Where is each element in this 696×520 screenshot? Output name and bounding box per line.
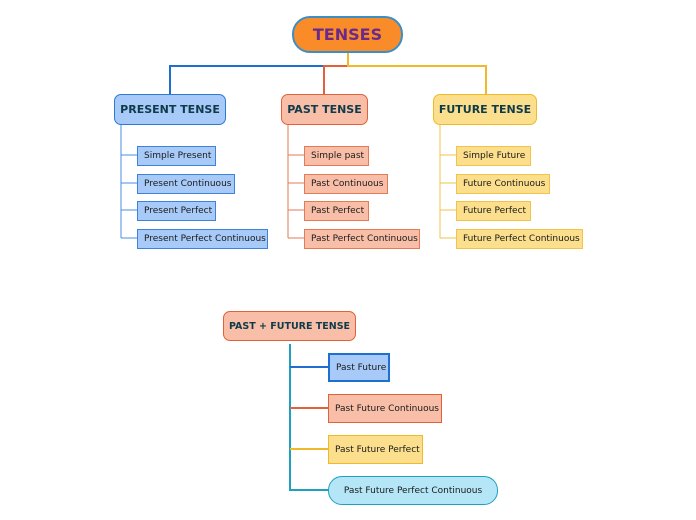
future-item-future-perfect[interactable]: Future Perfect <box>456 201 531 221</box>
present-item-present-perfect-continuous[interactable]: Present Perfect Continuous <box>137 229 268 249</box>
past-future-item-past-future-perfect-continuous[interactable]: Past Future Perfect Continuous <box>328 476 498 505</box>
category-present-tense[interactable]: PRESENT TENSE <box>114 94 226 125</box>
root-topic-tenses[interactable]: TENSES <box>292 16 403 53</box>
present-item-present-continuous[interactable]: Present Continuous <box>137 174 235 194</box>
past-item-past-perfect-continuous[interactable]: Past Perfect Continuous <box>304 229 420 249</box>
past-future-item-past-future-perfect[interactable]: Past Future Perfect <box>328 435 423 464</box>
category-past-tense[interactable]: PAST TENSE <box>281 94 368 125</box>
past-item-past-perfect[interactable]: Past Perfect <box>304 201 369 221</box>
category-past-future-tense[interactable]: PAST + FUTURE TENSE <box>223 311 356 341</box>
present-item-simple-present[interactable]: Simple Present <box>137 146 216 166</box>
future-item-simple-future[interactable]: Simple Future <box>456 146 531 166</box>
past-item-past-continuous[interactable]: Past Continuous <box>304 174 388 194</box>
past-item-simple-past[interactable]: Simple past <box>304 146 369 166</box>
past-future-item-past-future-continuous[interactable]: Past Future Continuous <box>328 394 442 423</box>
past-future-item-past-future[interactable]: Past Future <box>328 353 390 382</box>
present-item-present-perfect[interactable]: Present Perfect <box>137 201 216 221</box>
future-item-future-perfect-continuous[interactable]: Future Perfect Continuous <box>456 229 583 249</box>
category-future-tense[interactable]: FUTURE TENSE <box>433 94 537 125</box>
future-item-future-continuous[interactable]: Future Continuous <box>456 174 550 194</box>
